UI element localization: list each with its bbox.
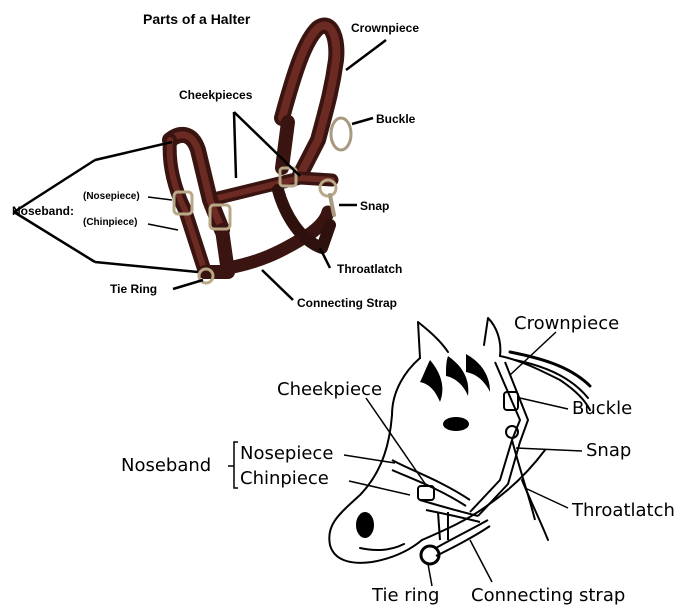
halter-on-horse xyxy=(392,362,535,564)
drawing-label-throatlatch: Throatlatch xyxy=(572,500,675,521)
drawing-label-chinpiece: Chinpiece xyxy=(240,468,329,489)
drawing-label-snap: Snap xyxy=(586,440,631,461)
drawing-label-cheekpiece: Cheekpiece xyxy=(277,379,382,400)
drawing-label-connecting-strap: Connecting strap xyxy=(471,585,625,606)
drawing-label-tie-ring: Tie ring xyxy=(372,585,439,606)
drawing-label-crownpiece: Crownpiece xyxy=(514,313,619,334)
drawing-label-buckle: Buckle xyxy=(572,398,632,419)
horse-head-outline xyxy=(329,318,590,563)
drawing-label-noseband: Noseband xyxy=(121,455,211,476)
drawing-label-nosepiece: Nosepiece xyxy=(240,443,333,464)
forelock xyxy=(420,354,490,402)
